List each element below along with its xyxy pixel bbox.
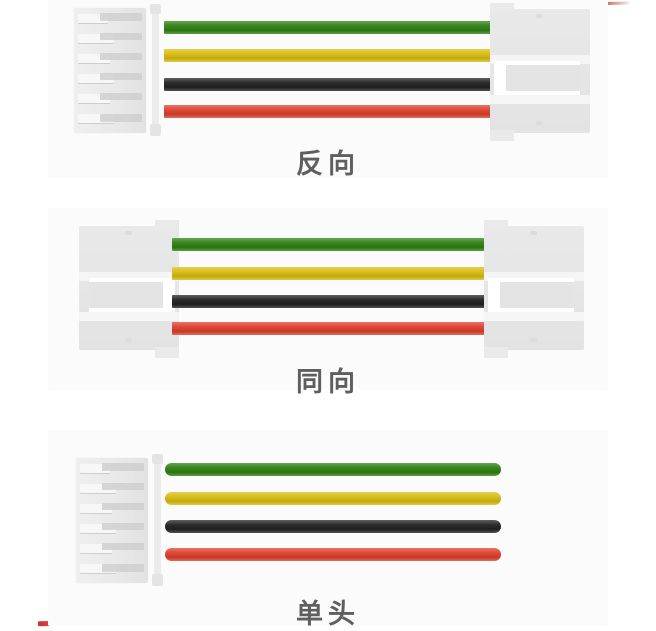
comb-connector-nub-top <box>152 454 163 464</box>
comb-connector-lip <box>152 8 159 132</box>
yellow-wire <box>165 492 501 505</box>
panel-caption-reverse: 反向 <box>296 149 360 180</box>
panel-caption-single-head: 单头 <box>296 599 360 630</box>
black-wire <box>172 295 490 308</box>
block-connector-right-wing-top <box>484 220 508 229</box>
yellow-wire <box>164 49 496 62</box>
comb-connector-lip <box>154 458 161 582</box>
comb-connector-nub-bottom <box>152 574 163 586</box>
block-connector-wing-top <box>490 3 514 12</box>
panel-same-direction: 同向 <box>0 208 656 403</box>
panel-single-head: 单头 <box>0 430 656 630</box>
red-wire <box>165 548 501 561</box>
green-wire <box>164 21 496 34</box>
block-connector <box>490 9 590 133</box>
comb-connector <box>76 458 148 583</box>
block-connector-wing-bottom <box>490 130 514 141</box>
yellow-wire <box>172 267 490 280</box>
comb-connector-nub-top <box>150 4 161 14</box>
panel-caption-same-direction: 同向 <box>296 367 360 398</box>
green-wire <box>172 238 490 251</box>
block-connector-right <box>484 226 584 350</box>
black-wire <box>165 520 501 533</box>
red-wire <box>172 322 490 335</box>
block-connector-left-wing-bottom <box>155 347 179 358</box>
green-wire <box>165 463 501 476</box>
panel-reverse: 反向 <box>0 0 656 195</box>
block-connector-right-wing-bottom <box>484 347 508 358</box>
comb-connector <box>74 8 146 133</box>
block-connector-left-wing-top <box>155 220 179 229</box>
red-wire <box>164 105 496 118</box>
block-connector-left <box>79 226 179 350</box>
black-wire <box>164 78 496 91</box>
comb-connector-nub-bottom <box>150 124 161 136</box>
